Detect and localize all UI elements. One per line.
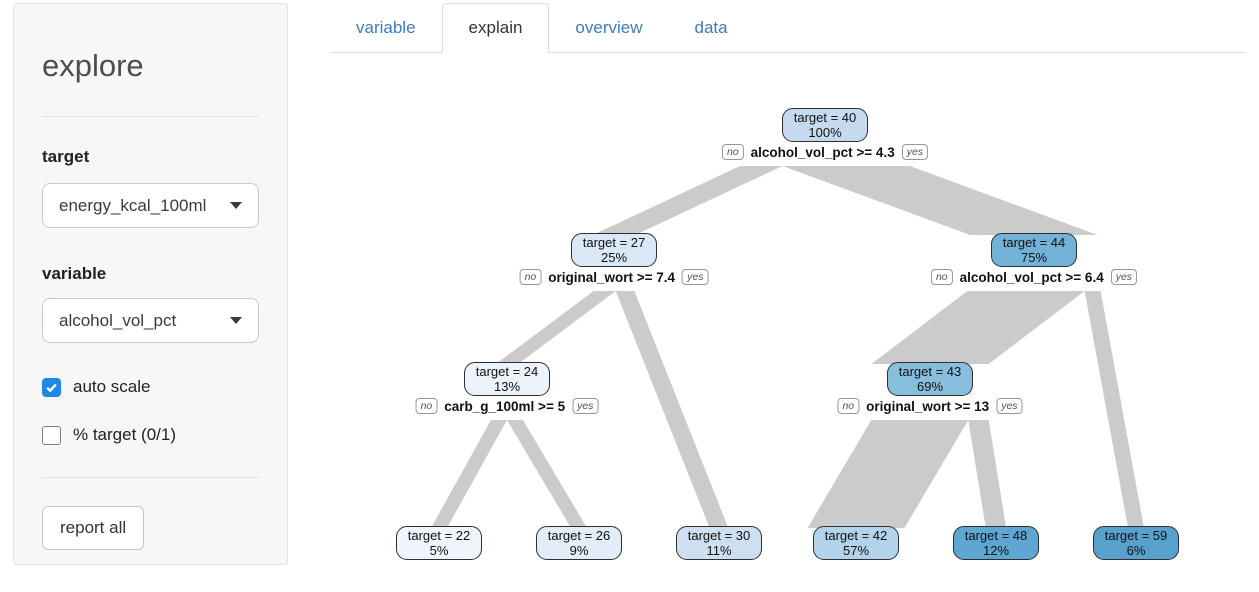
no-branch-badge: no bbox=[415, 398, 438, 414]
no-branch-badge: no bbox=[837, 398, 860, 414]
tree-edge-n43-n48 bbox=[968, 420, 1007, 528]
tab-overview[interactable]: overview bbox=[575, 17, 643, 37]
split-rule-n24: no carb_g_100ml >= 5 yes bbox=[415, 398, 599, 414]
panel-title: explore bbox=[42, 48, 144, 83]
node-percentage: 57% bbox=[842, 543, 870, 558]
explore-panel: explore target energy_kcal_100ml variabl… bbox=[13, 3, 288, 565]
node-target-value: target = 44 bbox=[1002, 235, 1066, 250]
split-rule-n43: no original_wort >= 13 yes bbox=[837, 398, 1023, 414]
yes-branch-badge: yes bbox=[901, 144, 929, 160]
node-percentage: 100% bbox=[808, 125, 842, 140]
split-condition-text: alcohol_vol_pct >= 6.4 bbox=[959, 269, 1104, 285]
node-percentage: 5% bbox=[429, 543, 449, 558]
tree-edge-n27-n24 bbox=[495, 291, 616, 364]
tab-data[interactable]: data bbox=[694, 17, 728, 37]
tree-edge-n40-n27 bbox=[592, 166, 783, 235]
checkbox-row-target-0-1: % target (0/1) bbox=[42, 425, 259, 445]
node-percentage: 9% bbox=[569, 543, 589, 558]
yes-branch-badge: yes bbox=[682, 269, 709, 285]
node-percentage: 12% bbox=[982, 543, 1010, 558]
no-branch-badge: no bbox=[930, 269, 953, 285]
no-branch-badge: no bbox=[519, 269, 542, 285]
report-all-button[interactable]: report all bbox=[42, 506, 145, 550]
tree-edge-n27-n30 bbox=[615, 291, 729, 528]
tab-explain[interactable]: explain bbox=[441, 3, 550, 53]
split-condition-text: original_wort >= 13 bbox=[866, 398, 990, 414]
yes-branch-badge: yes bbox=[996, 398, 1023, 414]
node-target-value: target = 26 bbox=[547, 528, 611, 543]
tree-edge-n24-n26 bbox=[507, 420, 587, 528]
tab-bar: variable explain overview data bbox=[330, 3, 1246, 53]
node-target-value: target = 22 bbox=[407, 528, 471, 543]
split-condition-text: carb_g_100ml >= 5 bbox=[444, 398, 566, 414]
node-percentage: 75% bbox=[1020, 250, 1048, 265]
node-target-value: target = 42 bbox=[824, 528, 888, 543]
checkbox-row-auto-scale: auto scale bbox=[42, 377, 259, 397]
divider bbox=[42, 477, 259, 478]
chevron-down-icon bbox=[230, 202, 242, 209]
variable-label: variable bbox=[42, 264, 107, 283]
split-condition-text: alcohol_vol_pct >= 4.3 bbox=[750, 144, 895, 160]
node-percentage: 25% bbox=[600, 250, 628, 265]
tree-edge-n44-n59 bbox=[1084, 291, 1144, 528]
tree-edge-n24-n22 bbox=[431, 420, 507, 528]
yes-branch-badge: yes bbox=[1110, 269, 1138, 285]
yes-branch-badge: yes bbox=[572, 398, 599, 414]
split-rule-n44: no alcohol_vol_pct >= 6.4 yes bbox=[930, 269, 1138, 285]
tree-edge-n44-n43 bbox=[871, 291, 1085, 364]
auto-scale-checkbox-label: auto scale bbox=[73, 377, 151, 396]
node-target-value: target = 59 bbox=[1104, 528, 1168, 543]
target-select[interactable]: energy_kcal_100ml bbox=[42, 183, 259, 228]
target-0-1-checkbox-label: % target (0/1) bbox=[73, 425, 176, 444]
node-target-value: target = 24 bbox=[475, 364, 539, 379]
node-percentage: 6% bbox=[1126, 543, 1146, 558]
divider bbox=[42, 116, 259, 117]
node-target-value: target = 27 bbox=[582, 235, 646, 250]
node-percentage: 69% bbox=[916, 379, 944, 394]
no-branch-badge: no bbox=[721, 144, 744, 160]
variable-select-value: alcohol_vol_pct bbox=[59, 310, 177, 330]
node-target-value: target = 30 bbox=[687, 528, 751, 543]
tree-edge-n43-n42 bbox=[807, 420, 969, 528]
node-target-value: target = 48 bbox=[964, 528, 1028, 543]
tab-variable[interactable]: variable bbox=[356, 17, 416, 37]
split-rule-n27: no original_wort >= 7.4 yes bbox=[519, 269, 709, 285]
node-percentage: 11% bbox=[706, 543, 732, 558]
variable-select[interactable]: alcohol_vol_pct bbox=[42, 298, 259, 343]
chevron-down-icon bbox=[230, 317, 242, 324]
target-0-1-checkbox[interactable] bbox=[42, 425, 61, 445]
node-target-value: target = 43 bbox=[898, 364, 962, 379]
target-select-value: energy_kcal_100ml bbox=[59, 195, 207, 215]
node-target-value: target = 40 bbox=[793, 110, 857, 125]
node-percentage: 13% bbox=[493, 379, 521, 394]
target-label: target bbox=[42, 147, 90, 166]
auto-scale-checkbox[interactable] bbox=[42, 377, 61, 397]
tree-edge-n40-n44 bbox=[782, 166, 1098, 235]
check-icon bbox=[46, 383, 57, 393]
split-rule-n40: no alcohol_vol_pct >= 4.3 yes bbox=[721, 144, 929, 160]
split-condition-text: original_wort >= 7.4 bbox=[548, 269, 676, 285]
